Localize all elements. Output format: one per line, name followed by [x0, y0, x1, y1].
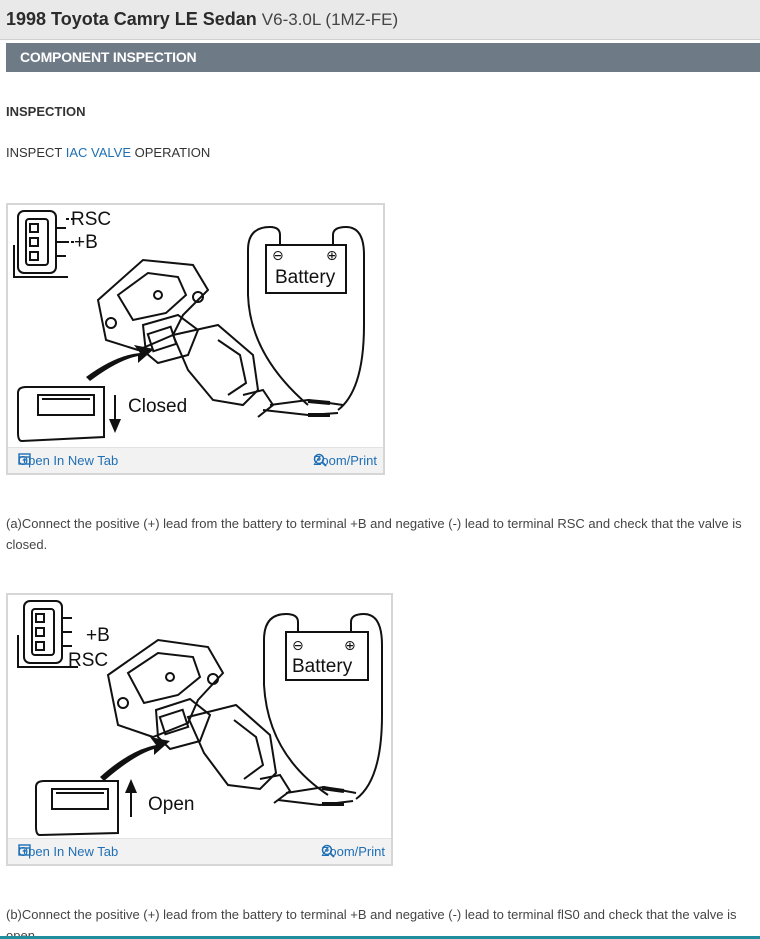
open-new-tab-label: Open In New Tab: [18, 453, 119, 468]
label-closed: Closed: [128, 396, 187, 417]
open-new-tab-link[interactable]: Open In New Tab: [18, 844, 118, 859]
zoom-print-link[interactable]: Zoom/Print: [321, 844, 385, 859]
battery-negative-icon: ⊖: [272, 248, 284, 264]
step-b-text: (b)Connect the positive (+) lead from th…: [6, 907, 737, 939]
figure-iac-closed: RSC +B ⊖ ⊕ Battery Closed Open In New Ta…: [6, 203, 385, 475]
diagram-iac-open: +B RSC ⊖ ⊕ Battery Open: [17, 600, 383, 837]
bottom-accent-line: [0, 936, 760, 939]
page-header: 1998 Toyota Camry LE Sedan V6-3.0L (1MZ-…: [0, 0, 760, 40]
label-rsc: RSC: [68, 650, 108, 671]
content-heading: INSPECTION: [6, 104, 86, 119]
zoom-print-label: Zoom/Print: [321, 844, 385, 859]
open-new-tab-icon: [18, 844, 31, 856]
inspect-line: INSPECT IAC VALVE OPERATION: [6, 145, 210, 160]
iac-valve-link[interactable]: IAC VALVE: [65, 145, 131, 160]
open-new-tab-label: Open In New Tab: [18, 844, 119, 859]
vehicle-name: 1998 Toyota Camry LE Sedan: [6, 9, 257, 29]
figure-iac-open: +B RSC ⊖ ⊕ Battery Open Open In New Tab …: [6, 593, 393, 866]
figure-footer: Open In New Tab Zoom/Print: [8, 838, 391, 864]
inspect-suffix: OPERATION: [131, 145, 211, 160]
zoom-print-link[interactable]: Zoom/Print: [313, 453, 377, 468]
label-plus-b: +B: [86, 625, 110, 646]
section-title: COMPONENT INSPECTION: [6, 43, 760, 72]
inspect-prefix: INSPECT: [6, 145, 66, 160]
zoom-in-icon: [314, 453, 328, 467]
open-new-tab-link[interactable]: Open In New Tab: [18, 453, 118, 468]
label-battery: Battery: [275, 267, 336, 288]
figure-footer: Open In New Tab Zoom/Print: [8, 447, 383, 473]
step-a-text: (a)Connect the positive (+) lead from th…: [6, 516, 742, 552]
zoom-print-label: Zoom/Print: [313, 453, 377, 468]
battery-positive-icon: ⊕: [344, 638, 356, 654]
label-plus-b: +B: [74, 232, 98, 253]
vehicle-title: 1998 Toyota Camry LE Sedan V6-3.0L (1MZ-…: [6, 9, 398, 30]
label-rsc: RSC: [71, 209, 111, 230]
diagram-iac-closed: RSC +B ⊖ ⊕ Battery Closed: [13, 209, 365, 443]
label-battery: Battery: [292, 656, 353, 677]
open-new-tab-icon: [18, 453, 31, 465]
battery-negative-icon: ⊖: [292, 638, 304, 654]
zoom-in-icon: [322, 844, 336, 858]
label-open: Open: [148, 794, 194, 815]
battery-positive-icon: ⊕: [326, 248, 338, 264]
engine-spec: V6-3.0L (1MZ-FE): [261, 10, 399, 29]
